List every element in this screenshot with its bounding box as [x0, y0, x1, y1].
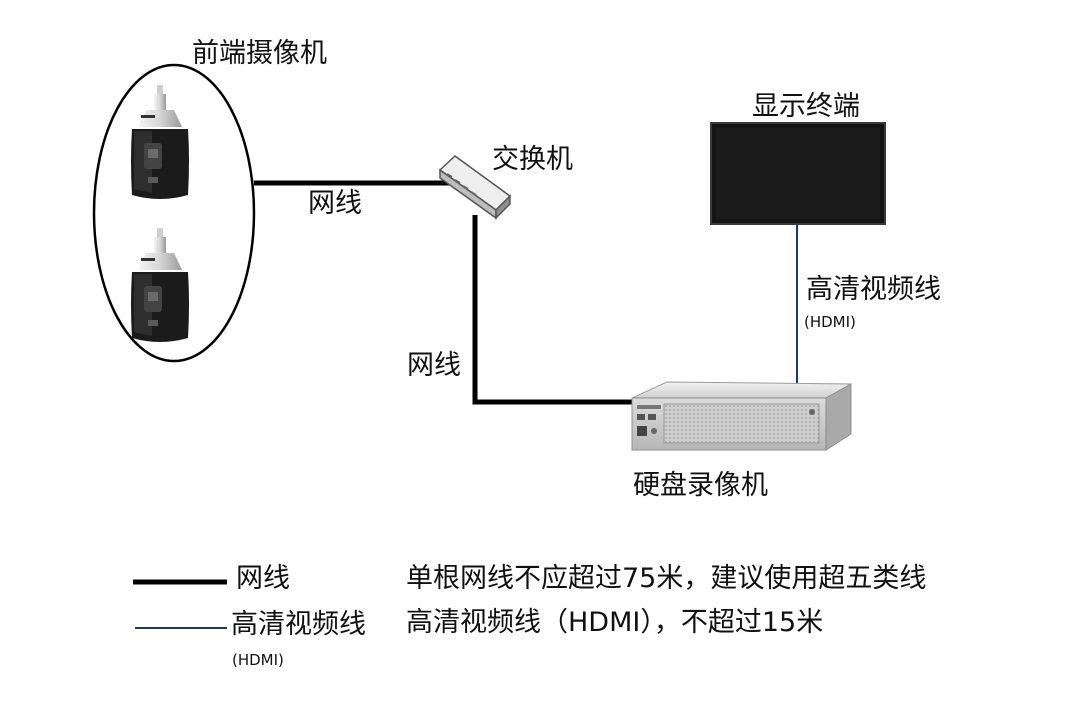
network-cable-line [472, 215, 632, 405]
network-cable-label: 网线 [308, 188, 362, 219]
camera-group-outline [92, 63, 256, 363]
hdmi-cable-label: 高清视频线 [806, 274, 941, 305]
network-cable-note: 单根网线不应超过75米，建议使用超五类线 [406, 563, 927, 594]
network-cable-label: 网线 [407, 350, 461, 381]
legend-network-label: 网线 [236, 563, 290, 594]
ptz-camera-icon [131, 228, 189, 342]
display-label: 显示终端 [752, 91, 860, 122]
network-switch-icon [438, 155, 512, 220]
legend-hdmi-sublabel: (HDMI) [232, 651, 284, 669]
display-monitor-icon [710, 122, 886, 225]
legend-hdmi-label: 高清视频线 [231, 609, 366, 640]
hdmi-cable-sublabel: (HDMI) [804, 313, 856, 331]
switch-label: 交换机 [492, 144, 573, 175]
nvr-recorder-icon [631, 381, 852, 451]
hdmi-cable-note: 高清视频线（HDMI），不超过15米 [406, 607, 824, 638]
nvr-label: 硬盘录像机 [633, 470, 768, 501]
ptz-camera-icon [131, 85, 189, 199]
camera-group-label: 前端摄像机 [192, 38, 327, 69]
